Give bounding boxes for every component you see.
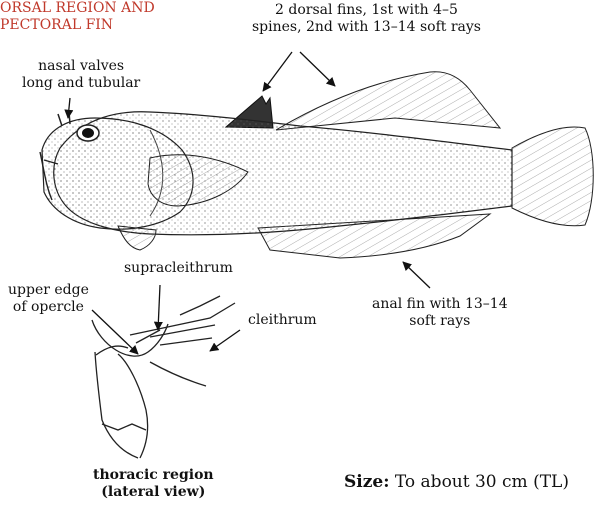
second-dorsal-fin	[276, 72, 500, 130]
size-line: Size: To about 30 cm (TL)	[344, 472, 569, 492]
thoracic-inset	[92, 296, 235, 458]
caudal-fin	[512, 127, 593, 226]
size-prefix: Size:	[344, 472, 389, 492]
size-text: To about 30 cm (TL)	[389, 472, 568, 492]
supracleithrum-label: supracleithrum	[124, 260, 233, 277]
thoracic-caption: thoracic region(lateral view)	[93, 467, 214, 501]
cleithrum-label: cleithrum	[248, 312, 317, 329]
pelvic-fin	[118, 226, 156, 250]
